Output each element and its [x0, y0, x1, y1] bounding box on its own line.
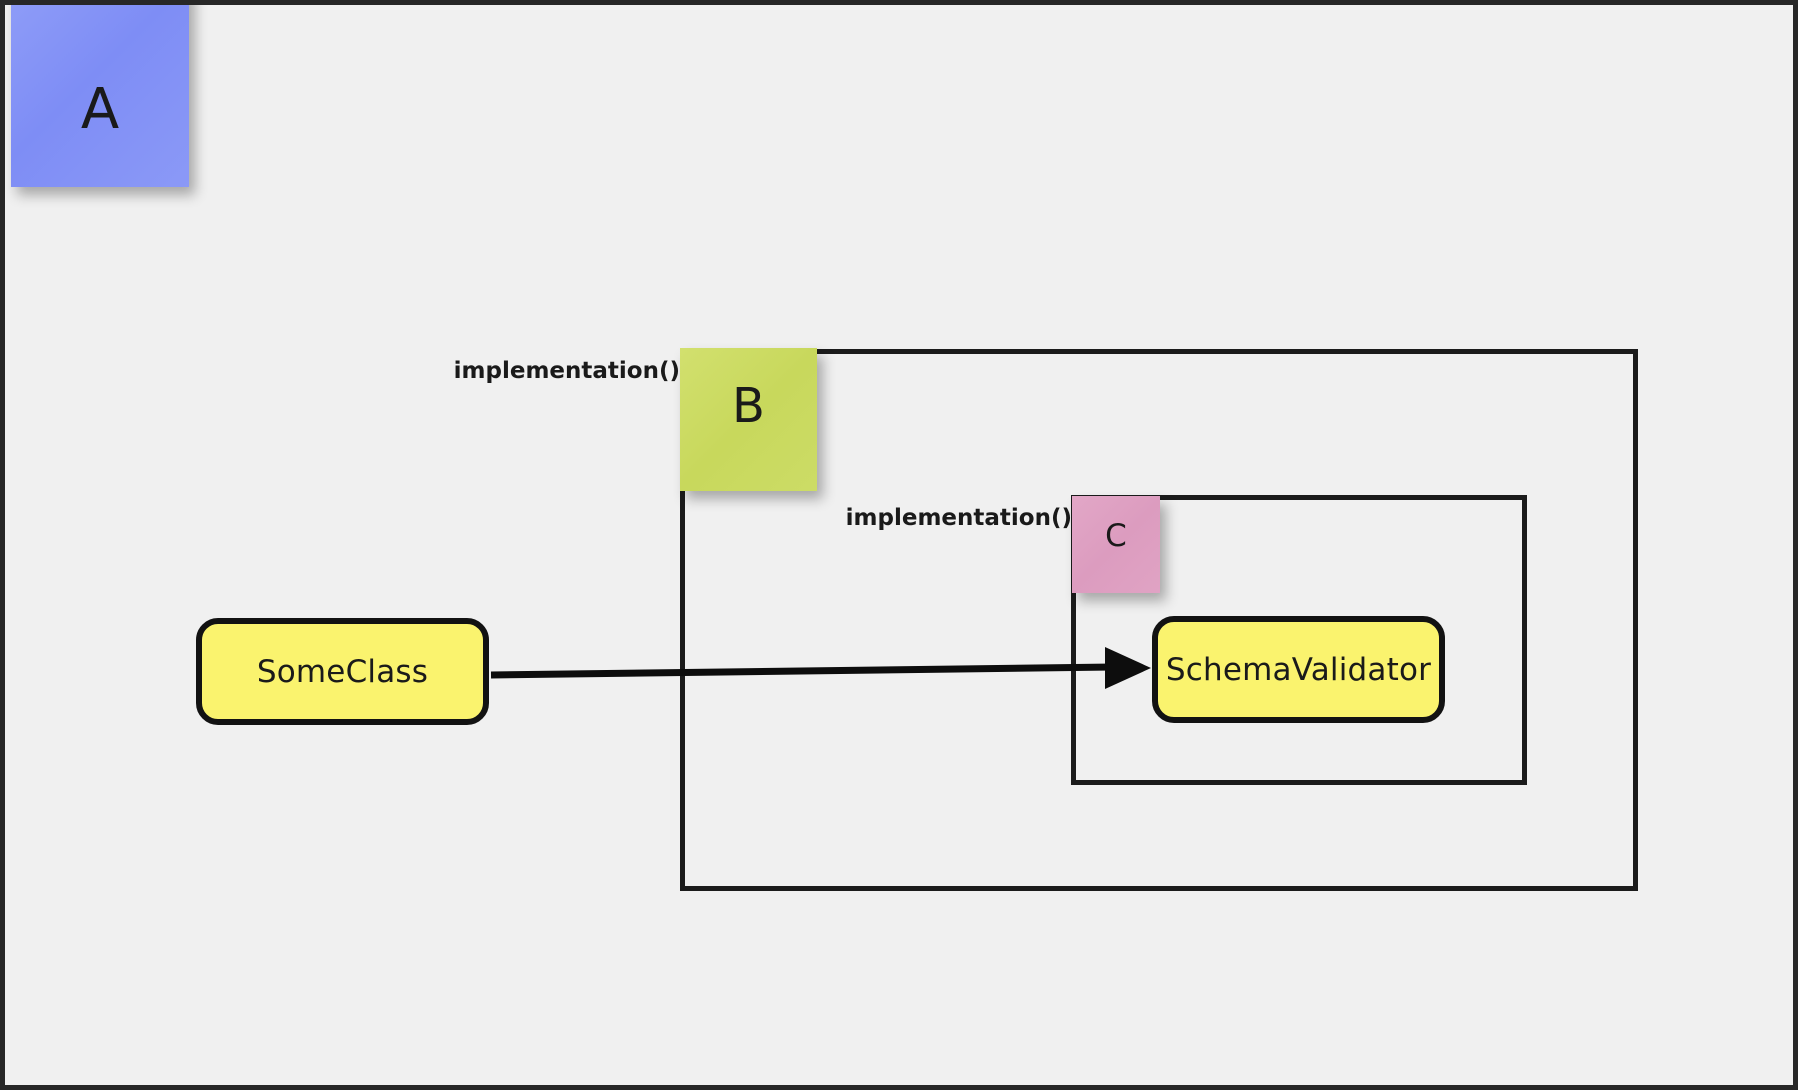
sticky-note-c[interactable]: C: [1072, 496, 1160, 593]
class-node-schemavalidator[interactable]: SchemaValidator: [1152, 616, 1445, 723]
sticky-note-a[interactable]: A: [11, 5, 189, 187]
container-box-outer[interactable]: [680, 349, 1638, 891]
class-node-someclass-label: SomeClass: [256, 653, 429, 690]
implementation-label-inner: implementation(): [845, 505, 1072, 531]
sticky-note-b-label: B: [732, 377, 765, 434]
sticky-note-b[interactable]: B: [680, 348, 817, 491]
class-node-schemavalidator-label: SchemaValidator: [1165, 651, 1432, 688]
container-box-inner[interactable]: [1071, 495, 1527, 785]
sticky-note-c-label: C: [1105, 517, 1127, 554]
implementation-label-outer: implementation(): [453, 358, 680, 384]
sticky-note-a-label: A: [80, 76, 120, 142]
class-node-someclass[interactable]: SomeClass: [196, 618, 489, 725]
